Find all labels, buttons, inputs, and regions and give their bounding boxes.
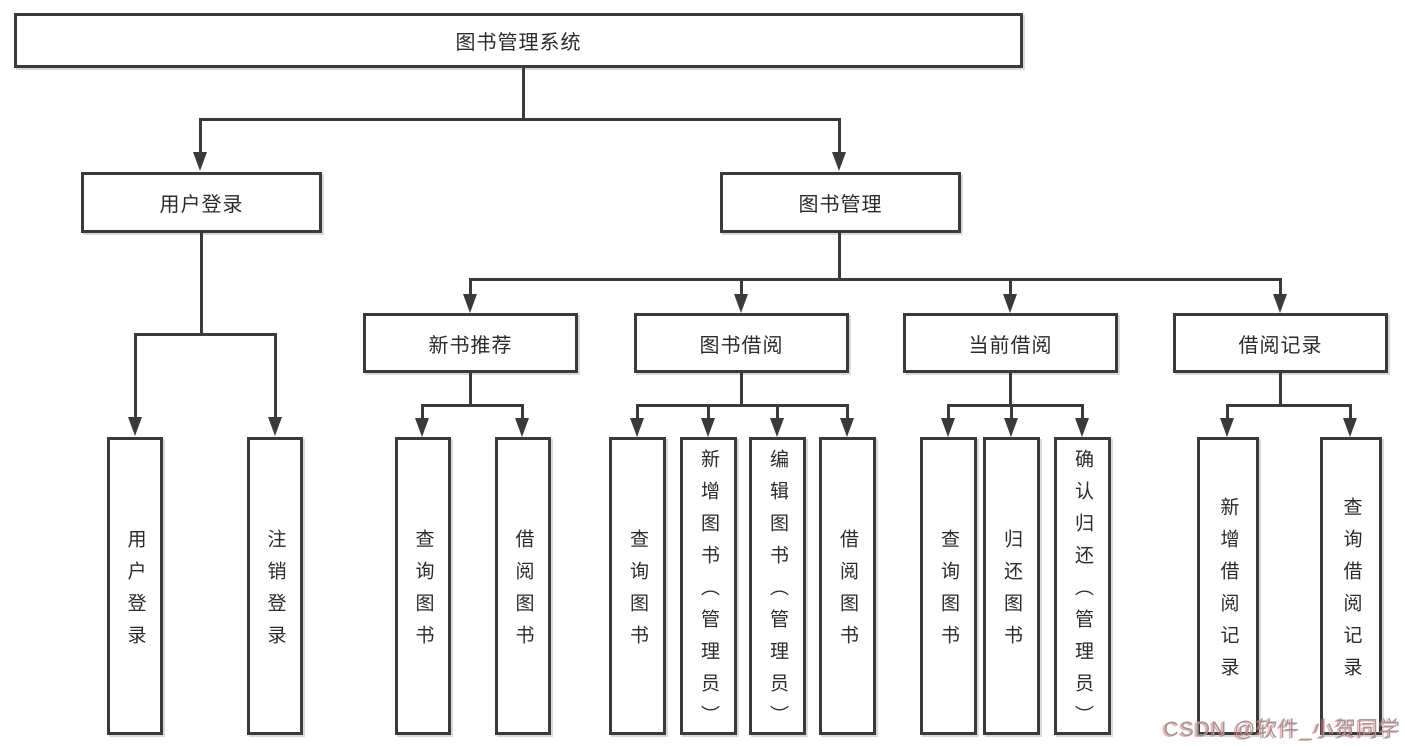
- connector-shaft: [521, 404, 524, 420]
- connector-root-trunk: [522, 68, 525, 121]
- connector-trunk: [1279, 373, 1282, 406]
- arrow-down: [463, 294, 477, 313]
- connector-shaft: [740, 278, 743, 296]
- node-book-management-label: 图书管理: [798, 194, 883, 216]
- leaf-edit-books-admin: 编辑图书（管理员）: [749, 437, 806, 737]
- connector-shaft: [636, 404, 639, 420]
- arrow-down: [734, 294, 748, 313]
- connector-trunk: [469, 373, 472, 406]
- arrow-down: [701, 418, 715, 437]
- leaf-add-books-admin: 新增图书（管理员）: [680, 437, 737, 737]
- leaf-confirm-return-admin-label: 确认归还（管理员）: [1072, 448, 1093, 737]
- leaf-logout-label: 注销登录: [264, 528, 286, 657]
- connector-bar: [469, 278, 1282, 281]
- arrow-down: [1273, 294, 1287, 313]
- leaf-user-login: 用户登录: [107, 437, 163, 735]
- connector-bar: [421, 404, 524, 407]
- leaf-confirm-return-admin: 确认归还（管理员）: [1054, 437, 1111, 737]
- arrow-down: [128, 417, 142, 436]
- arrow-down: [840, 418, 854, 437]
- leaf-borrow-books-recommend: 借阅图书: [495, 437, 551, 735]
- node-root: 图书管理系统: [14, 13, 1023, 68]
- connector-shaft: [707, 404, 710, 420]
- node-book-management: 图书管理: [720, 172, 961, 233]
- leaf-query-books-current-label: 查询图书: [938, 528, 959, 657]
- leaf-return-books: 归还图书: [983, 437, 1040, 735]
- node-user-login-label: 用户登录: [159, 194, 244, 216]
- leaf-query-borrow-record-label: 查询借阅记录: [1340, 496, 1362, 689]
- arrow-down: [1003, 294, 1017, 313]
- node-current-borrowing-label: 当前借阅: [968, 334, 1053, 357]
- connector-shaft: [1279, 278, 1282, 296]
- leaf-borrow-books-label: 借阅图书: [837, 528, 858, 657]
- node-borrowing-records: 借阅记录: [1173, 313, 1388, 373]
- connector-shaft: [1226, 404, 1229, 420]
- leaf-add-borrow-record: 新增借阅记录: [1197, 437, 1259, 735]
- leaf-query-books-borrowing-label: 查询图书: [627, 528, 648, 657]
- connector-bar: [947, 404, 1084, 407]
- leaf-add-books-admin-label: 新增图书（管理员）: [698, 448, 719, 737]
- connector-root-bar: [199, 118, 841, 121]
- connector-shaft: [776, 404, 779, 420]
- node-new-book-recommend: 新书推荐: [363, 313, 578, 373]
- arrow-down: [415, 418, 429, 437]
- connector-shaft: [469, 278, 472, 296]
- leaf-query-books-recommend-label: 查询图书: [412, 528, 434, 657]
- connector-shaft: [1009, 278, 1012, 296]
- connector-bar: [1226, 404, 1351, 407]
- arrow-down: [770, 418, 784, 437]
- connector-shaft: [134, 333, 137, 419]
- leaf-return-books-label: 归还图书: [1001, 528, 1022, 657]
- connector-shaft: [846, 404, 849, 420]
- leaf-query-borrow-record: 查询借阅记录: [1320, 437, 1382, 735]
- node-borrowing-records-label: 借阅记录: [1238, 334, 1323, 357]
- leaf-query-books-current: 查询图书: [920, 437, 977, 735]
- leaf-borrow-books: 借阅图书: [819, 437, 876, 735]
- connector-shaft: [274, 333, 277, 419]
- arrow-down: [515, 418, 529, 437]
- leaf-query-books-recommend: 查询图书: [395, 437, 451, 735]
- arrow-down: [1075, 418, 1089, 437]
- connector-bar: [636, 404, 849, 407]
- node-book-borrowing: 图书借阅: [634, 313, 849, 373]
- connector-trunk: [740, 373, 743, 406]
- arrow-down: [1004, 418, 1018, 437]
- connector-bar: [134, 333, 277, 336]
- leaf-edit-books-admin-label: 编辑图书（管理员）: [767, 448, 788, 737]
- leaf-borrow-books-recommend-label: 借阅图书: [512, 528, 534, 657]
- arrow-down: [268, 417, 282, 436]
- connector-shaft: [947, 404, 950, 420]
- connector-shaft: [421, 404, 424, 420]
- connector-trunk: [838, 233, 841, 280]
- node-current-borrowing: 当前借阅: [903, 313, 1118, 373]
- node-book-borrowing-label: 图书借阅: [699, 334, 784, 357]
- arrow-down: [1220, 418, 1234, 437]
- connector-shaft: [199, 118, 202, 154]
- node-root-label: 图书管理系统: [455, 32, 582, 54]
- arrow-down: [832, 152, 846, 171]
- node-user-login: 用户登录: [81, 172, 322, 233]
- leaf-query-books-borrowing: 查询图书: [609, 437, 666, 735]
- leaf-add-borrow-record-label: 新增借阅记录: [1217, 496, 1239, 689]
- leaf-logout: 注销登录: [247, 437, 303, 735]
- node-new-book-recommend-label: 新书推荐: [428, 334, 513, 357]
- arrow-down: [1343, 418, 1357, 437]
- connector-shaft: [1349, 404, 1352, 420]
- arrow-down: [193, 152, 207, 171]
- leaf-user-login-label: 用户登录: [124, 528, 146, 657]
- connector-shaft: [838, 118, 841, 154]
- connector-trunk: [200, 233, 203, 335]
- csdn-watermark: CSDN @软件_小贺同学: [1163, 718, 1401, 741]
- connector-trunk: [1009, 373, 1012, 406]
- arrow-down: [630, 418, 644, 437]
- connector-shaft: [1081, 404, 1084, 420]
- arrow-down: [941, 418, 955, 437]
- connector-shaft: [1010, 404, 1013, 420]
